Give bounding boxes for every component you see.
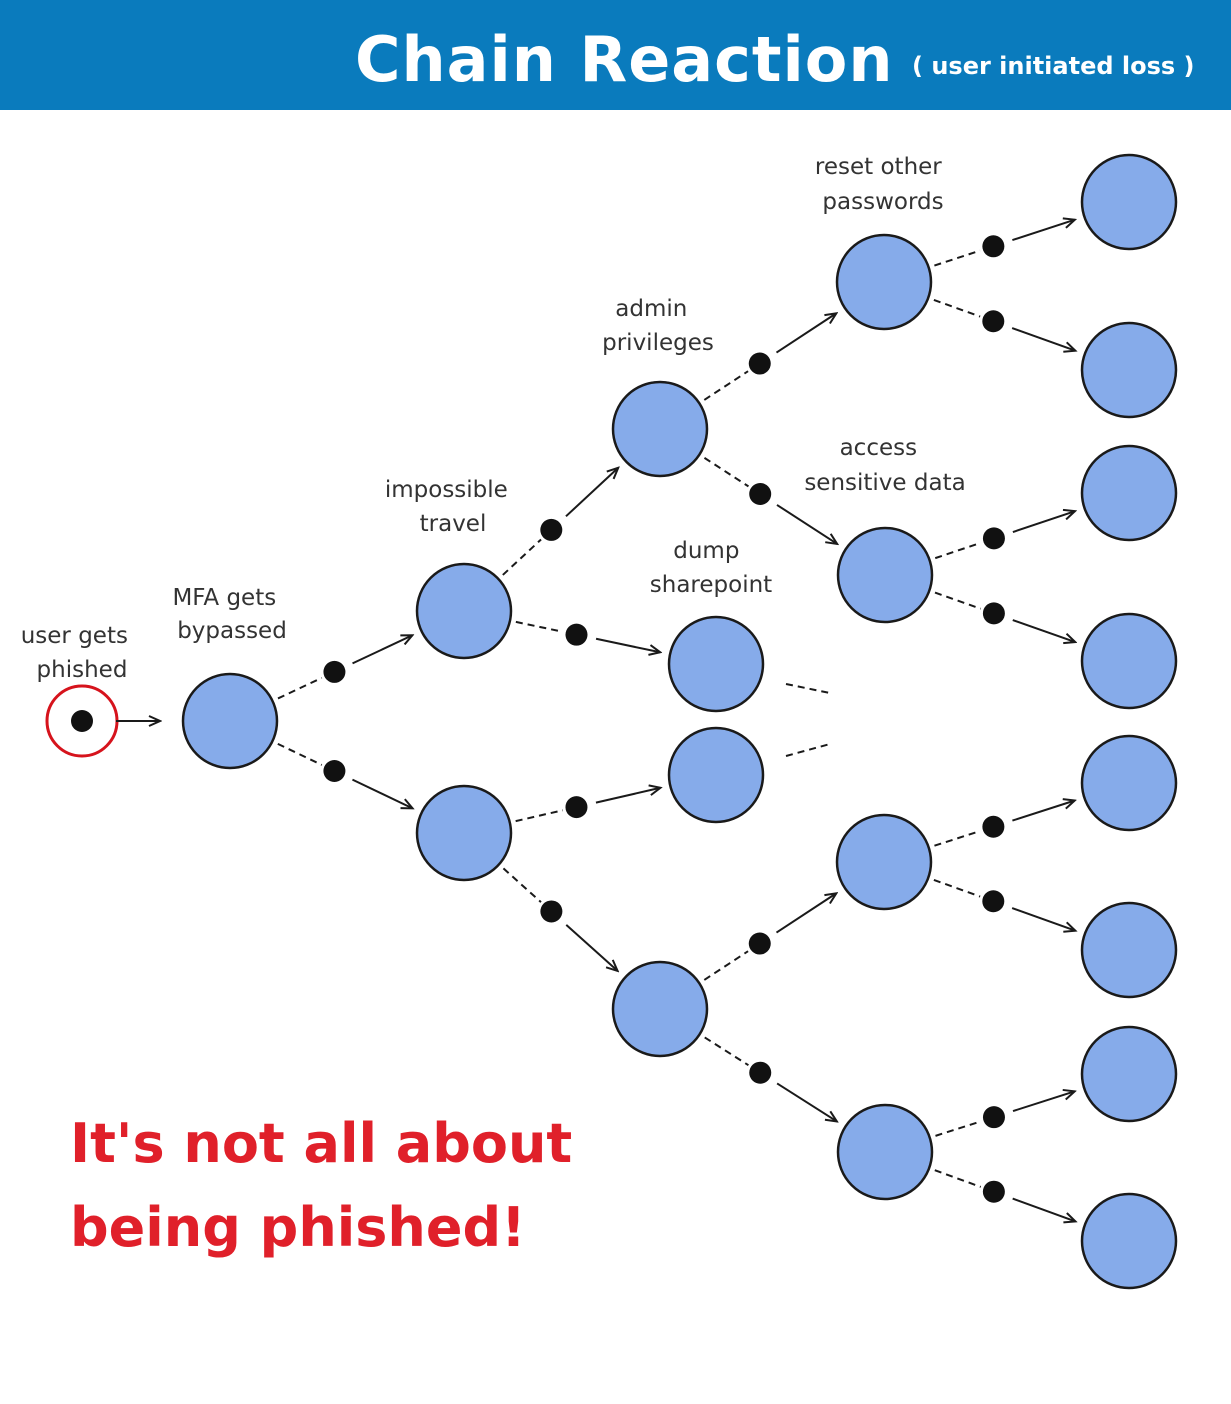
event-dot [982, 602, 1005, 625]
node-e4 [1080, 612, 1178, 710]
event-dot [540, 518, 563, 541]
dashed-link [502, 538, 542, 576]
node-g3b [836, 1103, 934, 1201]
node-e3 [1080, 444, 1178, 542]
node-mfa [181, 672, 279, 770]
event-dot [749, 1061, 772, 1084]
link-arrow [352, 778, 412, 809]
dashed-link [934, 249, 981, 267]
callout-line-1: It's not all about [70, 1112, 573, 1175]
dashed-link [277, 676, 323, 700]
dashed-link [933, 298, 981, 318]
event-dot [982, 890, 1005, 913]
event-dot [540, 900, 563, 923]
dashed-link [277, 742, 323, 766]
node-dump [667, 615, 765, 713]
link-arrow [1012, 511, 1075, 533]
event-dot [982, 1180, 1005, 1203]
link-arrow [775, 893, 836, 934]
event-dot [748, 352, 771, 375]
label-reset-other-passwords: reset other passwords [815, 154, 949, 215]
link-arrow [1011, 327, 1075, 351]
label-access-sensitive-data: access sensitive data [804, 435, 965, 496]
event-dot [982, 310, 1005, 333]
label-dump-sharepoint: dump sharepoint [650, 538, 772, 598]
dashed-link [934, 830, 981, 847]
link-arrow [1012, 1197, 1076, 1222]
link-arrow [565, 468, 618, 518]
node-g3a [835, 813, 933, 911]
node-e8 [1080, 1192, 1178, 1290]
event-dot [982, 235, 1005, 258]
page-title: Chain Reaction [355, 23, 894, 96]
title-banner: Chain Reaction ( user initiated loss ) [0, 0, 1231, 110]
node-e6 [1080, 901, 1178, 999]
event-dot [565, 623, 588, 646]
node-e1 [1080, 153, 1178, 251]
node-e7 [1080, 1025, 1178, 1123]
label-admin-privileges: admin privileges [602, 296, 714, 356]
dashed-stub [785, 743, 831, 757]
link-arrow [776, 504, 837, 544]
node-t2 [415, 784, 513, 882]
dashed-link [934, 591, 982, 610]
node-admin [611, 380, 709, 478]
event-dot [565, 796, 588, 819]
event-dot [323, 660, 346, 683]
label-user-gets-phished: user gets phished [21, 623, 136, 683]
event-dot [982, 527, 1005, 550]
dashed-link [934, 1169, 982, 1188]
dashed-link [703, 370, 749, 401]
dashed-stub [785, 683, 831, 694]
link-arrow [776, 1082, 837, 1121]
event-nodes [181, 153, 1178, 1290]
dashed-link [515, 620, 563, 633]
link-arrow [352, 635, 413, 665]
link-arrow [1012, 1091, 1075, 1113]
link-arrow [595, 788, 660, 804]
dashed-link [502, 867, 542, 903]
page-subtitle: ( user initiated loss ) [912, 52, 1195, 80]
event-dot [748, 932, 771, 955]
dashed-link [703, 457, 750, 488]
link-arrow [1012, 800, 1074, 822]
event-dot [982, 1106, 1005, 1129]
label-mfa-bypassed: MFA gets bypassed [172, 585, 286, 644]
node-e2 [1080, 321, 1178, 419]
link-arrow [1011, 907, 1075, 931]
callout-line-2: being phished! [70, 1196, 526, 1259]
event-dot [982, 815, 1005, 838]
dashed-link [515, 809, 564, 823]
node-t1 [415, 562, 513, 660]
dashed-link [933, 878, 981, 898]
link-arrow [775, 313, 836, 354]
event-dot [323, 759, 346, 782]
dashed-link [934, 541, 981, 560]
connection-links [277, 220, 1076, 1222]
dashed-link [935, 1120, 981, 1137]
dashed-link [703, 950, 749, 981]
link-arrow [595, 637, 660, 652]
callout-text: It's not all about being phished! [70, 1102, 630, 1270]
node-reset [835, 233, 933, 331]
start-dot [71, 710, 93, 732]
node-e5 [1080, 734, 1178, 832]
node-l2 [611, 960, 709, 1058]
link-arrow [1012, 619, 1075, 642]
node-access [836, 526, 934, 624]
label-impossible-travel: impossible travel [385, 477, 515, 537]
link-arrow [1012, 220, 1074, 242]
link-arrow [565, 924, 617, 971]
event-dot [749, 483, 772, 506]
dashed-link [704, 1036, 749, 1067]
node-s2 [667, 726, 765, 824]
